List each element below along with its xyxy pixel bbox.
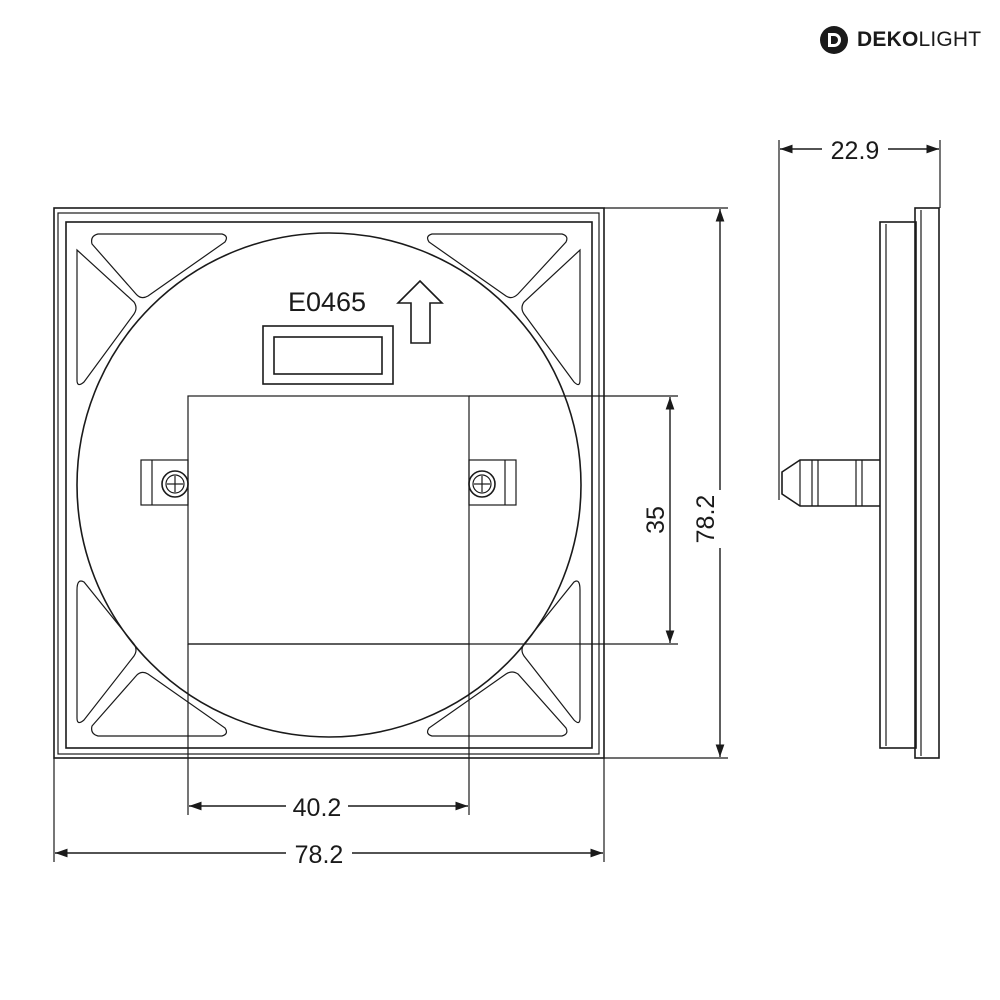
corner-rib-bottom-right-upper <box>521 580 581 724</box>
corner-rib-bottom-right-lower <box>426 671 568 737</box>
corner-rib-bottom-left-upper <box>76 580 137 724</box>
front-outer-frame-inner-edge <box>57 212 600 755</box>
front-width-label: 78.2 <box>295 841 344 869</box>
side-mount-stub <box>781 459 880 507</box>
dimension-front-width: 78.2 <box>53 758 605 869</box>
corner-rib-top-left-upper <box>91 233 228 299</box>
left-bracket <box>140 459 189 506</box>
right-screw-icon <box>468 470 496 498</box>
front-inner-frame <box>65 221 593 749</box>
corner-ribs <box>76 233 581 737</box>
mounting-box-outline <box>187 395 470 645</box>
round-mount-plate <box>76 232 582 738</box>
arrow-up-icon <box>396 279 444 344</box>
label-window-outer <box>262 325 394 385</box>
brand-name: DEKOLIGHT <box>857 28 982 51</box>
label-window-inner <box>273 336 383 375</box>
corner-rib-top-right-lower <box>521 248 581 386</box>
product-code: E0465 <box>288 287 366 317</box>
left-screw-bracket <box>140 459 189 506</box>
dimension-depth: 22.9 <box>778 137 941 500</box>
depth-label: 22.9 <box>831 137 880 165</box>
corner-rib-top-left-lower <box>76 248 137 386</box>
brand-logo: DEKOLIGHT <box>819 24 981 56</box>
deko-d-logo-icon <box>820 26 848 54</box>
corner-rib-bottom-left-lower <box>91 671 228 737</box>
front-view: E0465 <box>53 207 605 759</box>
corner-rib-top-right-upper <box>426 233 568 299</box>
dimension-mount-width: 40.2 <box>187 644 470 822</box>
dimension-front-height: 78.2 <box>604 207 738 759</box>
right-screw-bracket <box>468 459 517 506</box>
front-height-label: 78.2 <box>692 495 720 544</box>
right-bracket <box>468 459 517 506</box>
mount-height-label: 35 <box>642 506 670 534</box>
side-view <box>781 207 940 759</box>
left-screw-icon <box>161 470 189 498</box>
mount-width-label: 40.2 <box>293 794 342 822</box>
dimension-mount-height: 35 <box>188 395 678 645</box>
side-plate-body <box>879 221 917 749</box>
side-front-cover <box>914 207 940 759</box>
front-outer-frame <box>53 207 605 759</box>
